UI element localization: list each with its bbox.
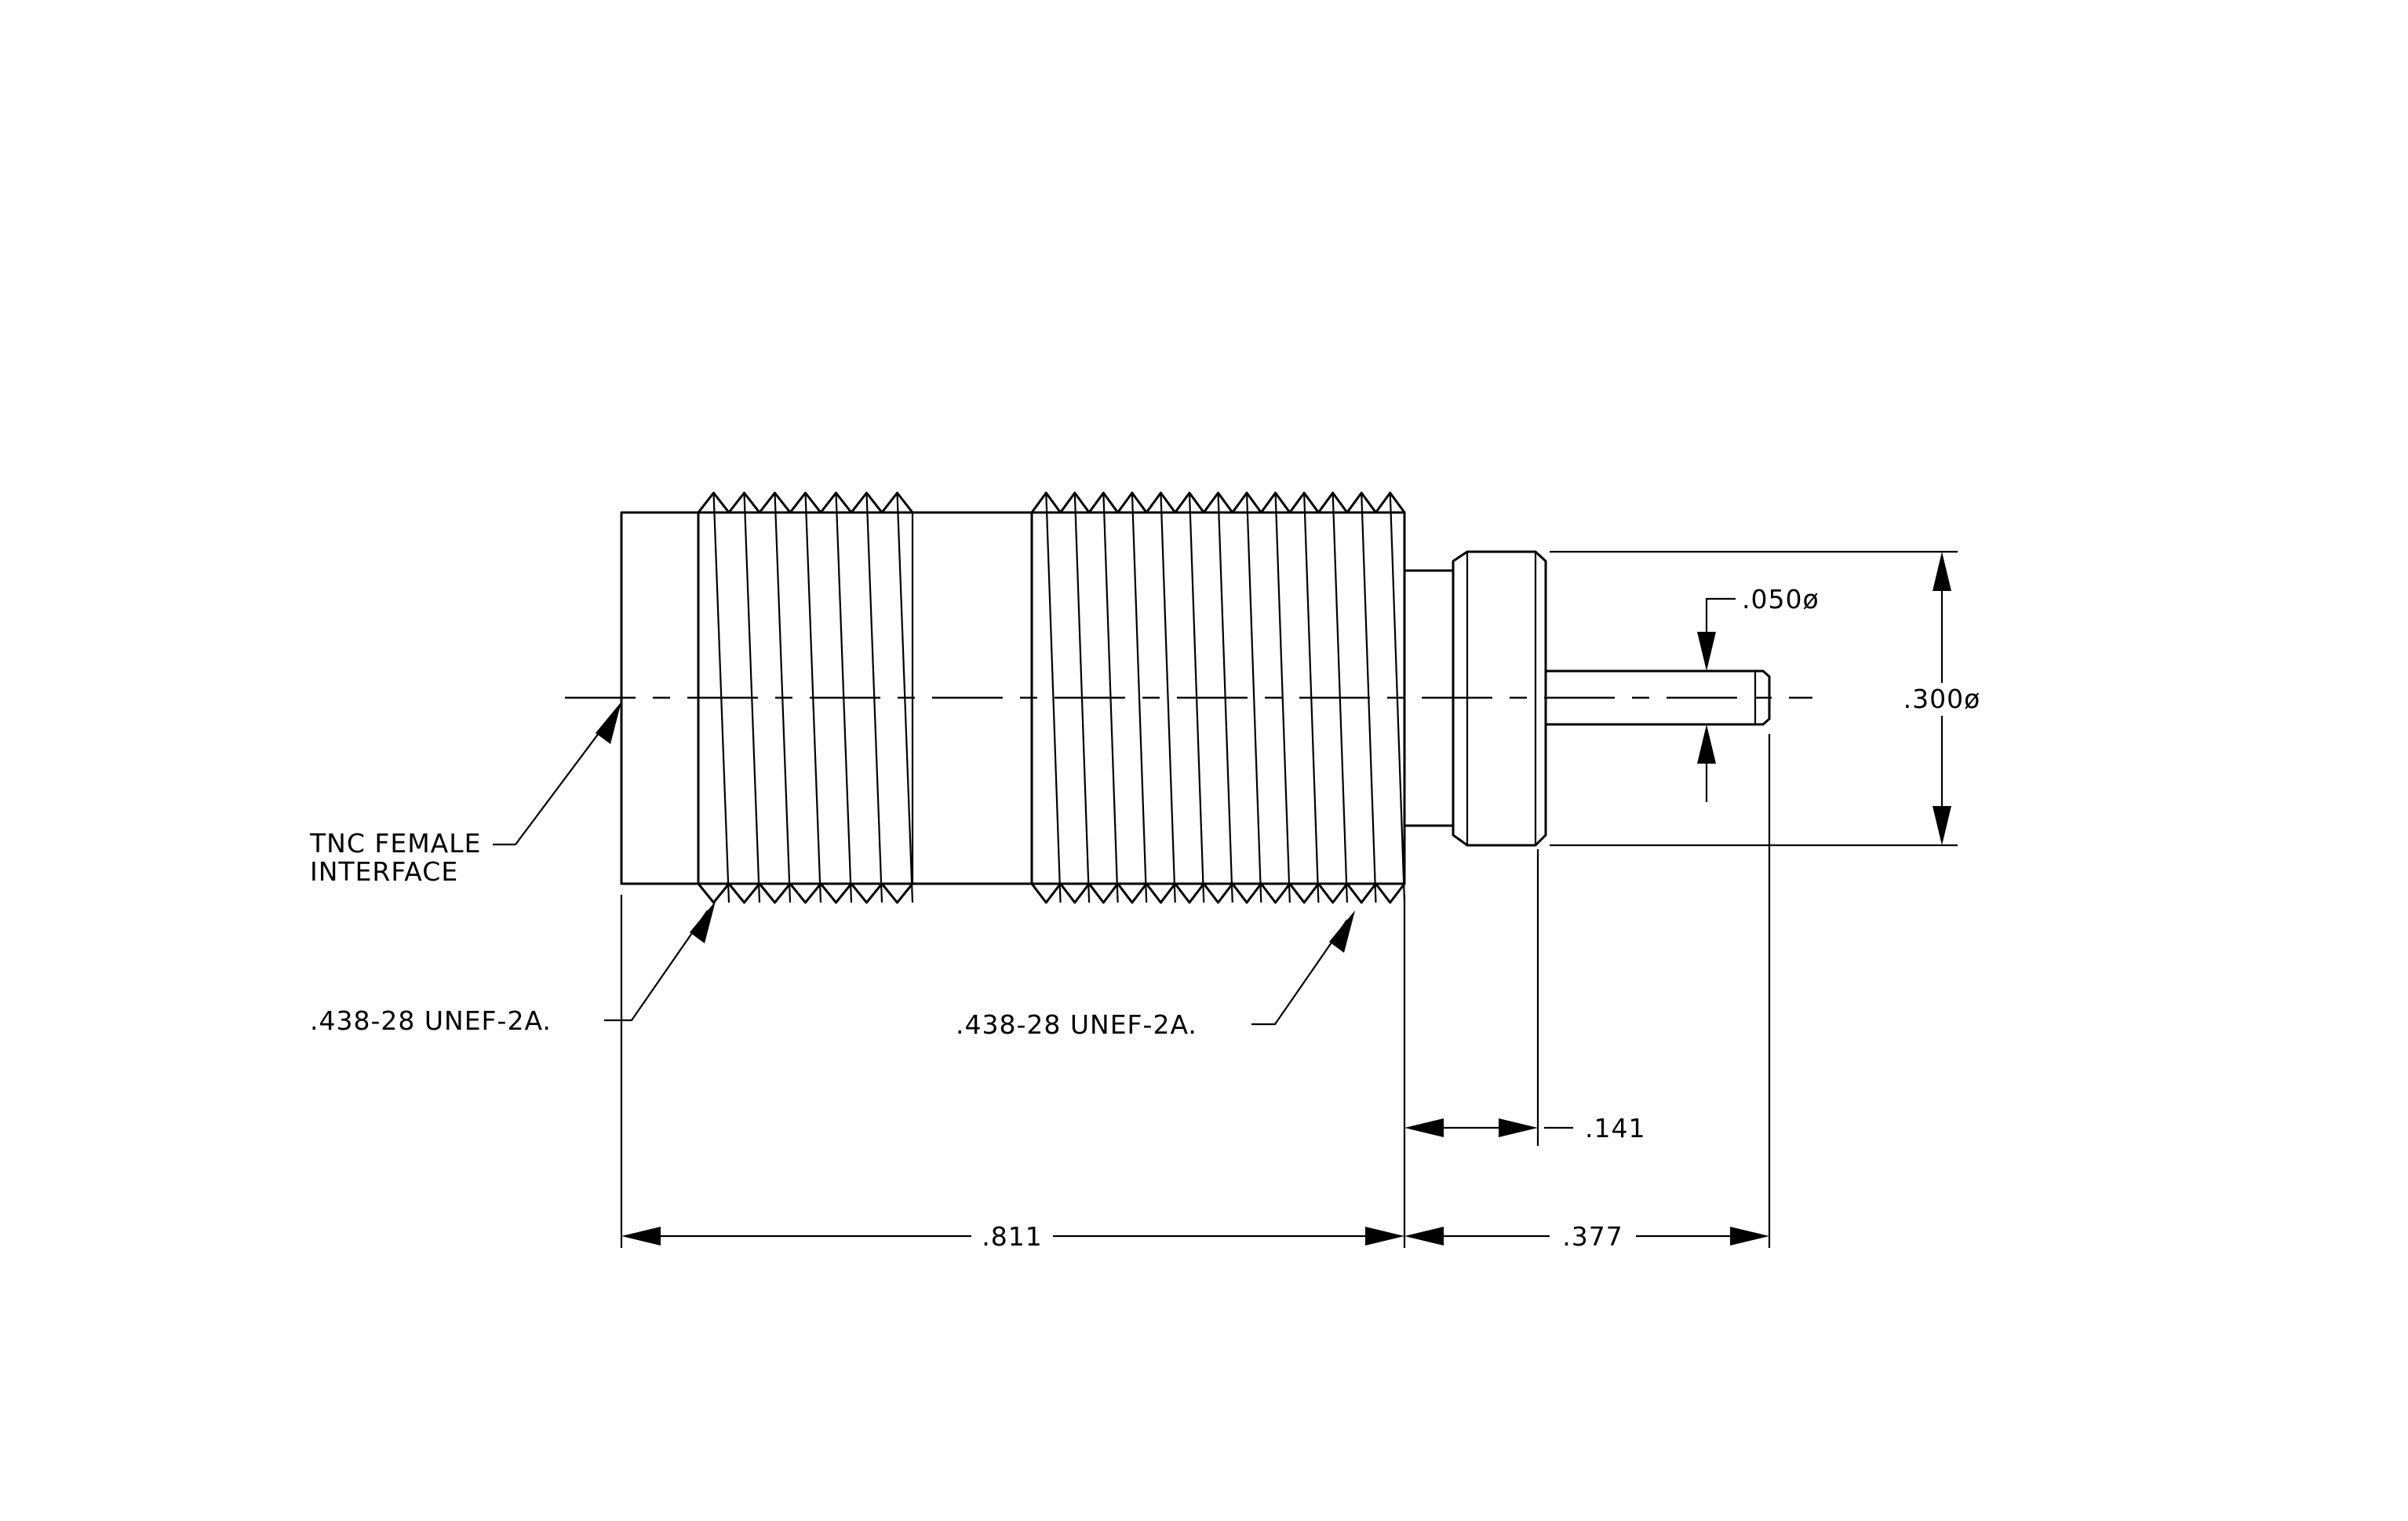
leader-interface: TNC FEMALE INTERFACE (309, 702, 621, 887)
dim-label-050: .050ø (1742, 584, 1820, 615)
extension-lines (620, 550, 1958, 1248)
dimension-377: .377 (1404, 1221, 1769, 1252)
dimension-300-diameter: .300ø (1903, 552, 1981, 845)
dimension-141: .141 (1404, 1113, 1645, 1143)
label-thread-left: .438-28 UNEF-2A. (310, 1005, 552, 1036)
leader-thread-left: .438-28 UNEF-2A. (310, 901, 716, 1036)
label-interface-line2: INTERFACE (310, 856, 458, 887)
dim-label-141: .141 (1585, 1113, 1645, 1143)
dim-label-300: .300ø (1903, 684, 1981, 714)
leader-thread-right: .438-28 UNEF-2A. (956, 910, 1355, 1040)
dim-label-377: .377 (1562, 1221, 1623, 1252)
dim-label-811: .811 (982, 1221, 1042, 1252)
label-thread-right: .438-28 UNEF-2A. (956, 1009, 1197, 1040)
label-interface-line1: TNC FEMALE (309, 828, 482, 859)
dimension-811: .811 (621, 1221, 1404, 1252)
dimension-050-diameter: .050ø (1697, 584, 1820, 802)
thread-right (1030, 491, 1406, 904)
